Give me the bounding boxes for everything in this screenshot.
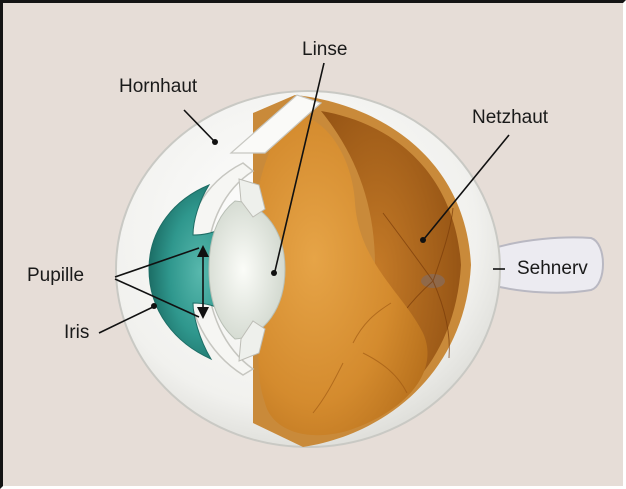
label-hornhaut: Hornhaut	[119, 77, 197, 96]
dot-iris	[151, 303, 157, 309]
label-iris: Iris	[64, 323, 89, 342]
label-linse: Linse	[302, 40, 347, 59]
dot-netzhaut	[420, 237, 426, 243]
label-netzhaut: Netzhaut	[472, 108, 548, 127]
dot-linse	[271, 270, 277, 276]
label-sehnerv: Sehnerv	[517, 259, 588, 278]
label-pupille: Pupille	[27, 266, 84, 285]
dot-hornhaut	[212, 139, 218, 145]
eye-cross-section-diagram	[3, 3, 623, 486]
